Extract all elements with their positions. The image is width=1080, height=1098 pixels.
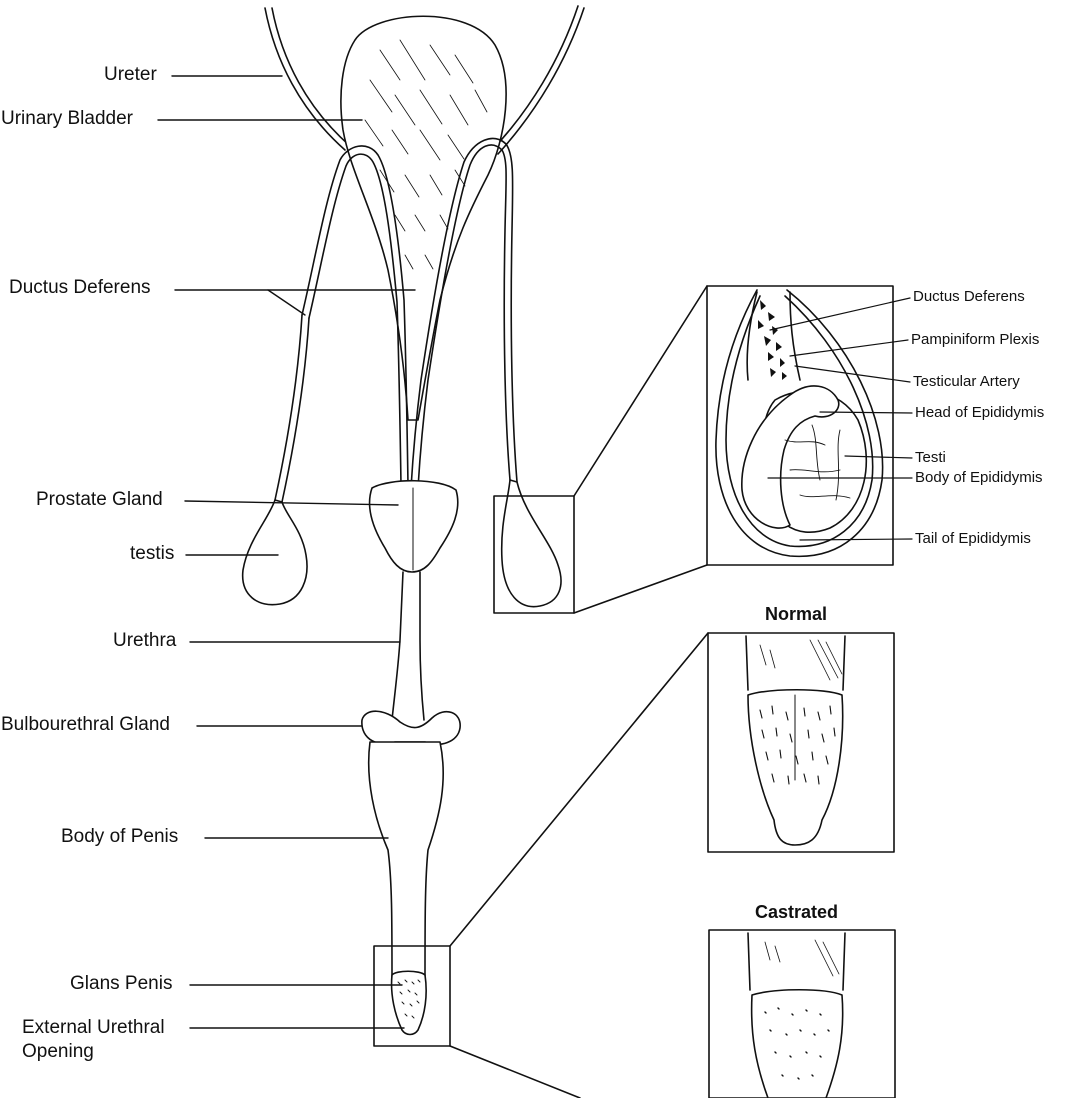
inset-label-body-of-epididymis: Body of Epididymis (915, 469, 1043, 486)
testis-zoom-box (493, 495, 575, 614)
glans-stippling (397, 979, 421, 1019)
label-glans-penis: Glans Penis (70, 973, 173, 994)
label-bulbourethral-gland: Bulbourethral Gland (1, 714, 170, 735)
testis-right (500, 479, 562, 608)
header-normal: Normal (765, 604, 828, 624)
inset-plexus (758, 300, 787, 380)
inset-tunica (725, 295, 874, 548)
urinary-bladder (340, 15, 507, 421)
ureter-left (264, 7, 351, 151)
inset-label-testi: Testi (915, 449, 946, 466)
label-urinary-bladder: Urinary Bladder (1, 108, 133, 129)
inset-label-head-of-epididymis: Head of Epididymis (915, 404, 1045, 421)
bladder-hatching (364, 39, 488, 270)
inset-vessels (784, 424, 851, 501)
inset-label-pampiniform-plexis: Pampiniform Plexis (911, 331, 1040, 348)
header-castrated: Castrated (755, 902, 839, 922)
castrated-shaft-hatching (764, 939, 840, 977)
testis-zoom-connector (573, 285, 708, 614)
label-external-urethral-opening-line2: Opening (22, 1041, 94, 1062)
prostate-gland (368, 479, 459, 573)
urethra (391, 571, 425, 721)
ductus-deferens-right (410, 137, 518, 489)
normal-glans-shaft (745, 635, 846, 691)
normal-glans-spines (759, 705, 836, 785)
label-ureter: Ureter (104, 64, 157, 85)
bulbourethral-gland (361, 710, 461, 746)
inset-epididymis (741, 385, 840, 529)
main-leaders (157, 75, 416, 1029)
label-prostate-gland: Prostate Gland (36, 489, 163, 510)
body-of-penis (367, 741, 445, 981)
glans-zoom-connector (449, 632, 709, 1098)
label-body-of-penis: Body of Penis (61, 826, 179, 847)
inset-spermatic-cord (746, 291, 801, 381)
inset-label-testicular-artery: Testicular Artery (913, 373, 1020, 390)
testis-left (241, 499, 308, 606)
glans-zoom-box (373, 945, 451, 1047)
castrated-glans-shaft (747, 932, 846, 991)
ductus-deferens-left (274, 145, 409, 503)
castrated-glans-frame (708, 929, 896, 1098)
inset-scrotal-sac (715, 289, 884, 558)
label-testis: testis (130, 543, 175, 564)
inset-label-tail-of-epididymis: Tail of Epididymis (915, 530, 1031, 547)
inset-label-ductus-deferens: Ductus Deferens (913, 288, 1025, 305)
castrated-glans (750, 988, 844, 1098)
testis-detail-frame (706, 285, 894, 566)
normal-shaft-hatching (759, 639, 843, 681)
label-external-urethral-opening-line1: External Urethral (22, 1017, 165, 1038)
label-urethra: Urethra (113, 630, 177, 651)
normal-glans-frame (707, 632, 895, 853)
castrated-glans-stippling (764, 1007, 830, 1080)
label-ductus-deferens: Ductus Deferens (9, 277, 151, 298)
testis-inset-leaders (767, 297, 913, 541)
glans-penis (390, 970, 427, 1036)
ureter-right (491, 5, 585, 155)
